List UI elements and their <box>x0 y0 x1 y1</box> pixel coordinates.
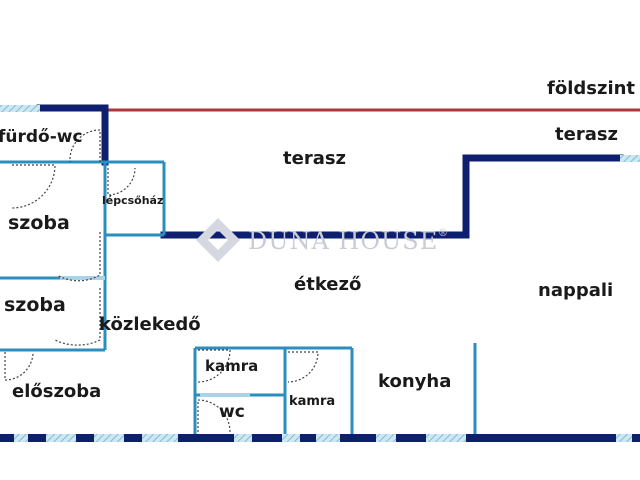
window-terrace-right <box>620 155 640 162</box>
room-label-kamra-right: kamra <box>289 394 335 409</box>
door-kamra-left <box>197 349 231 383</box>
outer-wall-bathroom <box>36 104 109 166</box>
outer-wall-terrace-step <box>160 154 624 239</box>
room-label-eloszoba: előszoba <box>12 381 101 402</box>
door-szoba-top-2 <box>56 232 101 282</box>
room-label-kozlekedo: közlekedő <box>99 314 201 335</box>
room-label-szoba-top: szoba <box>8 212 70 234</box>
room-label-szoba-bottom: szoba <box>4 294 66 316</box>
door-lepcsohaz <box>107 167 136 196</box>
door-wc <box>197 399 231 433</box>
room-label-konyha: konyha <box>378 371 451 392</box>
bottom-wall-base <box>0 434 640 442</box>
door-bathroom <box>69 129 101 163</box>
watermark-registered: ® <box>438 228 449 239</box>
inner-walls-light <box>60 276 250 397</box>
duna-house-logo-icon <box>196 218 240 262</box>
window-bathroom <box>0 105 40 112</box>
windows <box>0 105 640 162</box>
bottom-wall <box>0 434 640 442</box>
door-szoba-top <box>11 164 56 209</box>
door-szoba-bottom <box>54 288 101 346</box>
door-kamra-right <box>287 351 319 383</box>
room-label-furdo-wc: fürdő-wc <box>0 127 83 147</box>
door-eloszoba <box>4 351 34 381</box>
watermark: DUNA HOUSE ® <box>196 218 449 262</box>
room-label-nappali: nappali <box>538 280 613 301</box>
watermark-text: DUNA HOUSE <box>248 227 438 255</box>
outer-walls <box>36 104 624 239</box>
room-label-etkezo: étkező <box>294 274 361 295</box>
room-label-wc: wc <box>219 402 245 422</box>
room-label-lepcsohaz: lépcsőház <box>102 194 163 207</box>
doors <box>4 129 319 433</box>
floor-label: földszint <box>547 78 635 99</box>
room-label-terasz-main: terasz <box>283 148 346 169</box>
room-label-kamra-left: kamra <box>205 357 258 375</box>
room-labels: földszint fürdő-wc terasz terasz lépcsőh… <box>0 78 635 422</box>
room-label-terasz-right: terasz <box>555 124 618 145</box>
